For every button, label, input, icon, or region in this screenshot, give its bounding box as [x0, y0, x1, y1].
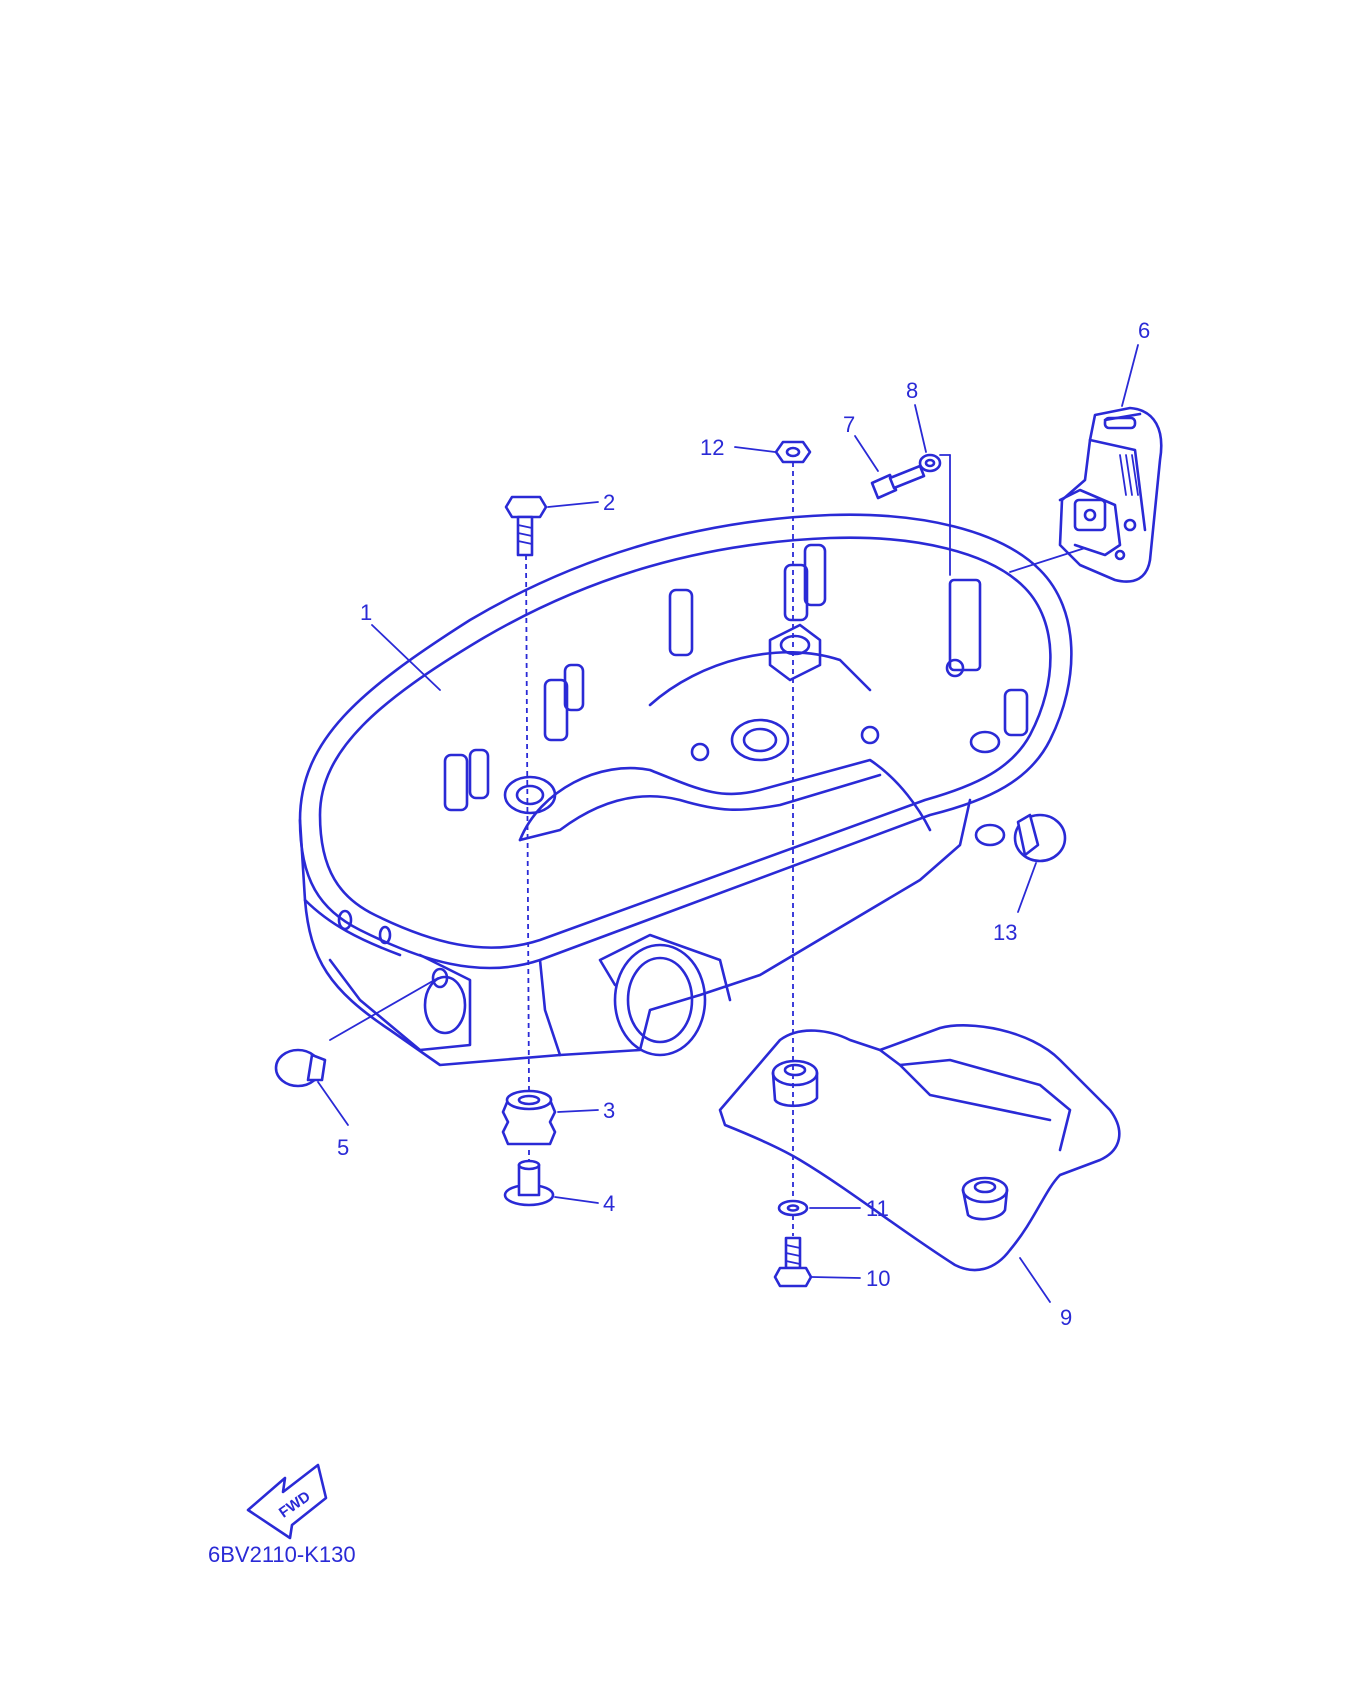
washer-part-11 [777, 1199, 809, 1217]
callout-5: 5 [337, 1135, 349, 1160]
callout-1: 1 [360, 600, 372, 625]
bottom-cowling [298, 513, 1073, 1067]
callout-11: 11 [866, 1196, 889, 1221]
screw-part-7 [870, 464, 926, 500]
grommet-part-13 [1013, 813, 1067, 863]
fwd-arrow-icon: FWD [246, 1463, 328, 1540]
washer-part-8 [918, 453, 942, 473]
bolt-part-10 [773, 1236, 813, 1288]
callout-3: 3 [603, 1098, 615, 1123]
handle-part-9 [718, 1024, 1121, 1272]
grommet-part-5 [274, 1048, 327, 1088]
callout-6: 6 [1138, 318, 1150, 343]
callout-8: 8 [906, 378, 918, 403]
collar-part-4 [503, 1159, 555, 1207]
drawing-code: 6BV2110-K130 [208, 1542, 356, 1567]
callout-4: 4 [603, 1191, 615, 1216]
callout-9: 9 [1060, 1305, 1072, 1330]
callout-13: 13 [993, 920, 1017, 945]
mount-part-3 [501, 1089, 557, 1146]
leader-lines [317, 344, 1139, 1303]
callout-7: 7 [843, 412, 855, 437]
latch-part-6 [1058, 406, 1163, 583]
callout-12: 12 [700, 435, 724, 460]
callout-2: 2 [603, 490, 615, 515]
nut-part-12 [774, 440, 812, 464]
bolt-part-2 [504, 495, 548, 557]
callout-10: 10 [866, 1266, 890, 1291]
